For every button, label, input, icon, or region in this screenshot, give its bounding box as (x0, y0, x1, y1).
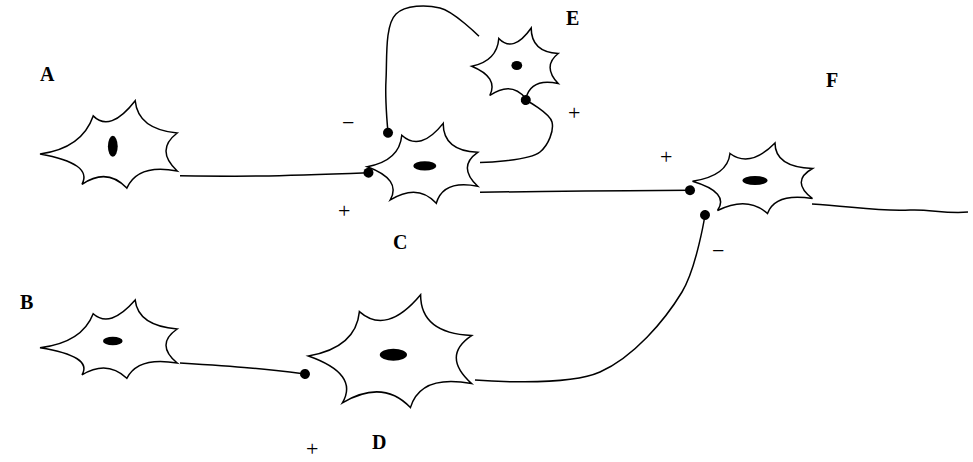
nucleus (108, 136, 118, 157)
synapse-sign: − (342, 112, 354, 134)
neuron-body (40, 295, 180, 380)
neuron: B (40, 295, 180, 380)
synapse-sign: + (568, 102, 580, 124)
axon-connector (480, 190, 690, 192)
neuron: F (690, 140, 815, 215)
neuron-label: B (20, 292, 33, 312)
neuron: D (305, 290, 475, 410)
axon-connector (386, 6, 479, 133)
neuron-label: E (566, 8, 579, 28)
neuron-body (40, 95, 180, 190)
nucleus (511, 61, 522, 70)
neuron-label: C (393, 232, 407, 252)
nucleus (380, 349, 407, 361)
neuron-body (470, 25, 560, 100)
synapse-sign: + (660, 146, 672, 168)
nucleus (413, 161, 436, 170)
synapse-sign: + (306, 438, 318, 460)
axon-connector (480, 100, 552, 163)
neuron: E (470, 25, 560, 100)
neuron-body (305, 290, 475, 410)
cell-membrane (367, 123, 477, 203)
neuron-label: A (40, 64, 54, 84)
synapse-sign: + (338, 200, 350, 222)
cell-membrane (308, 295, 471, 408)
nucleus (743, 176, 768, 185)
cell-membrane (40, 101, 177, 188)
axon-connector (180, 363, 305, 374)
neuron-body (690, 140, 815, 215)
axon-connector (475, 215, 705, 382)
neuron: C (365, 120, 480, 205)
cell-membrane (40, 300, 177, 378)
neuron: A (40, 95, 180, 190)
cell-membrane (472, 28, 558, 99)
cell-membrane (693, 143, 813, 214)
axon-connector (180, 173, 368, 176)
neuron-body (365, 120, 480, 205)
neuron-label: D (372, 432, 386, 452)
nucleus (103, 337, 123, 346)
synapse-sign: − (712, 240, 724, 262)
neuron-label: F (826, 70, 838, 90)
axon (812, 204, 968, 212)
